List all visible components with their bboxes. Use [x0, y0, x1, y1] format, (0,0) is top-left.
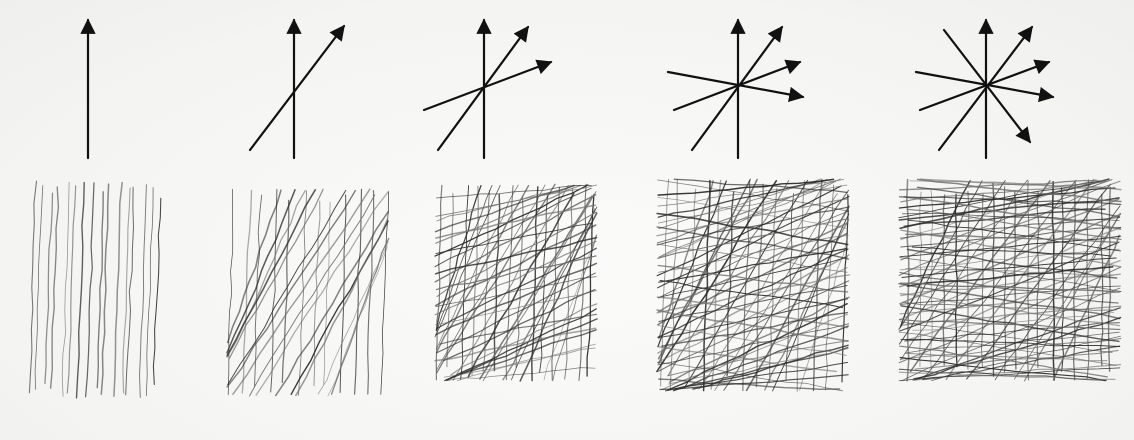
hatch-stroke-2-2-3	[227, 191, 305, 357]
direction-arrow-2-2	[250, 26, 344, 150]
hatch-stroke-3-3-18	[457, 344, 595, 381]
direction-diagram-4	[668, 20, 803, 158]
hatch-stroke-1-1-8	[86, 183, 94, 397]
hatching-swatch-4	[657, 179, 849, 391]
hatch-stroke-2-1-8	[324, 202, 331, 384]
hatch-stroke-4-3-18	[673, 326, 848, 391]
hatch-stroke-2-1-3	[255, 195, 262, 387]
hatch-stroke-3-4-10	[435, 328, 595, 360]
direction-arrows-row	[88, 20, 1053, 158]
hatching-swatch-3	[435, 184, 597, 381]
hatch-stroke-3-4-11	[444, 348, 595, 377]
hatch-stroke-2-1-2	[242, 190, 251, 392]
hatch-stroke-1-1-11	[114, 183, 122, 397]
hatch-stroke-1-1-15	[146, 188, 153, 396]
hatching-swatch-2	[227, 189, 389, 396]
hatch-stroke-3-3-10	[437, 248, 596, 328]
hatch-stroke-3-2-11	[483, 192, 596, 381]
hatch-stroke-2-2-6	[228, 190, 346, 384]
hatch-stroke-1-1-5	[62, 182, 69, 396]
hatch-stroke-2-1-4	[271, 189, 277, 392]
hatch-stroke-1-1-3	[45, 193, 53, 383]
hatch-stroke-2-1-1	[228, 189, 233, 395]
direction-diagram-3	[424, 20, 551, 158]
direction-arrow-4-4	[668, 72, 803, 97]
hatch-stroke-4-5-3	[658, 198, 848, 229]
hatch-stroke-1-1-7	[77, 183, 85, 398]
hatch-stroke-5-4-20	[915, 350, 1118, 369]
hatch-stroke-5-1-13	[1052, 182, 1054, 380]
direction-arrow-5-3	[920, 62, 1049, 110]
hatch-stroke-1-1-14	[140, 185, 147, 398]
hatch-stroke-2-2-11	[276, 212, 389, 396]
hatch-stroke-3-3-12	[437, 273, 596, 353]
hatch-stroke-2-2-13	[296, 219, 388, 395]
direction-arrow-3-3	[424, 62, 551, 110]
hatch-stroke-4-4-16	[669, 348, 848, 384]
hatch-stroke-1-1-16	[153, 198, 160, 384]
direction-diagram-2	[250, 20, 344, 158]
hatch-stroke-1-1-2	[35, 186, 43, 390]
hatch-stroke-2-1-11	[368, 191, 374, 394]
hatch-stroke-2-1-6	[299, 191, 307, 395]
hatch-stroke-4-1-4	[704, 181, 710, 391]
hatching-swatch-5	[899, 179, 1121, 381]
hatching-swatch-1	[29, 181, 160, 398]
hatching-swatches-row	[29, 179, 1121, 398]
hatch-stroke-4-5-9	[657, 297, 847, 327]
direction-diagram-5	[916, 20, 1053, 158]
hatch-stroke-2-2-16	[332, 239, 389, 395]
hatch-stroke-4-4-1	[658, 179, 833, 195]
